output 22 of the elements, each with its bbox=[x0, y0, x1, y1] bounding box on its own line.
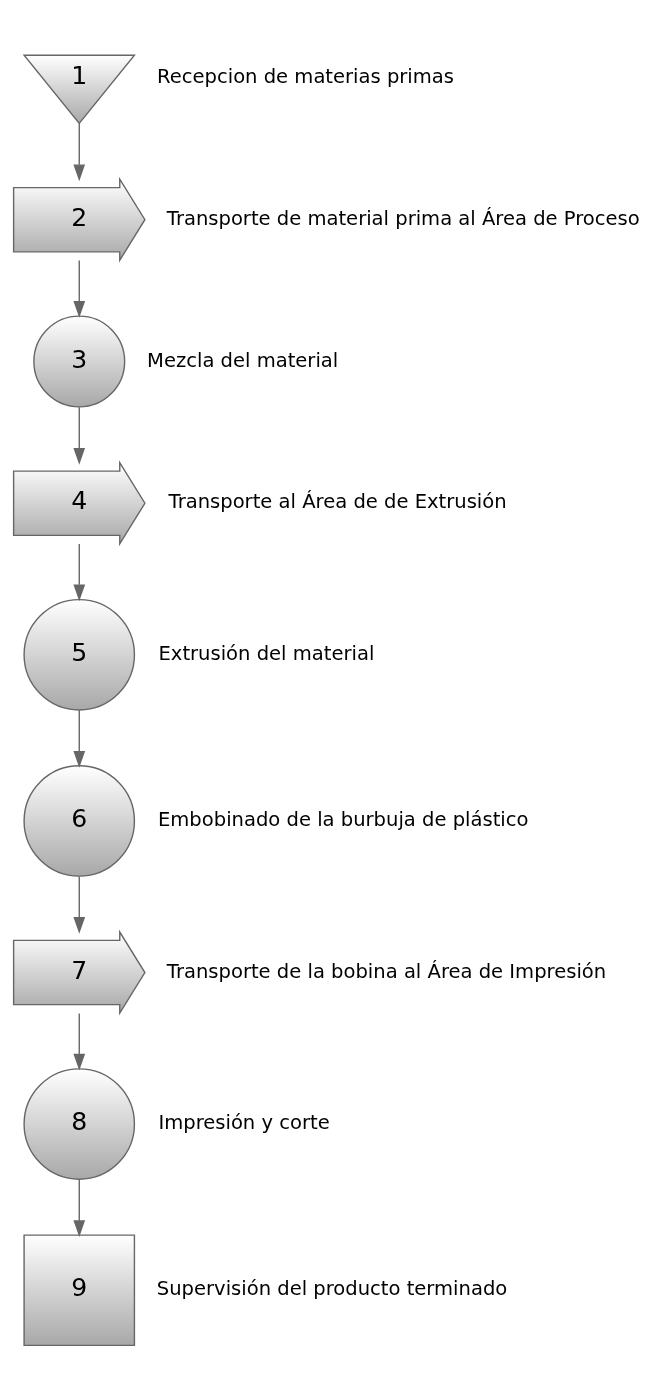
arrow bbox=[73, 543, 86, 602]
node-label: Recepcion de materias primas bbox=[157, 65, 454, 89]
node-label: Transporte al Área de de Extrusión bbox=[168, 490, 507, 514]
node-label: Mezcla del material bbox=[147, 348, 339, 372]
node-circle: 3 bbox=[33, 315, 126, 408]
node-circle: 5 bbox=[23, 598, 136, 711]
arrow bbox=[73, 875, 86, 934]
node-label: Transporte de la bobina al Área de Impresión bbox=[166, 959, 607, 983]
node-label: Transporte de material prima al Área de Proceso bbox=[166, 206, 640, 230]
arrow bbox=[73, 1012, 86, 1071]
node-circle: 6 bbox=[23, 765, 136, 877]
node-circle: 8 bbox=[23, 1068, 136, 1180]
arrow bbox=[73, 259, 86, 318]
arrow bbox=[73, 1178, 86, 1238]
node-label: Embobinado de la burbuja de plástico bbox=[157, 808, 529, 832]
arrow bbox=[73, 123, 86, 182]
node-label: Extrusión del material bbox=[158, 641, 375, 665]
arrow bbox=[73, 709, 86, 768]
node-label: Supervisión del producto terminado bbox=[156, 1277, 508, 1301]
arrow bbox=[73, 406, 86, 465]
node-label: Impresión y corte bbox=[158, 1111, 330, 1135]
node-box: 9 bbox=[23, 1234, 136, 1347]
